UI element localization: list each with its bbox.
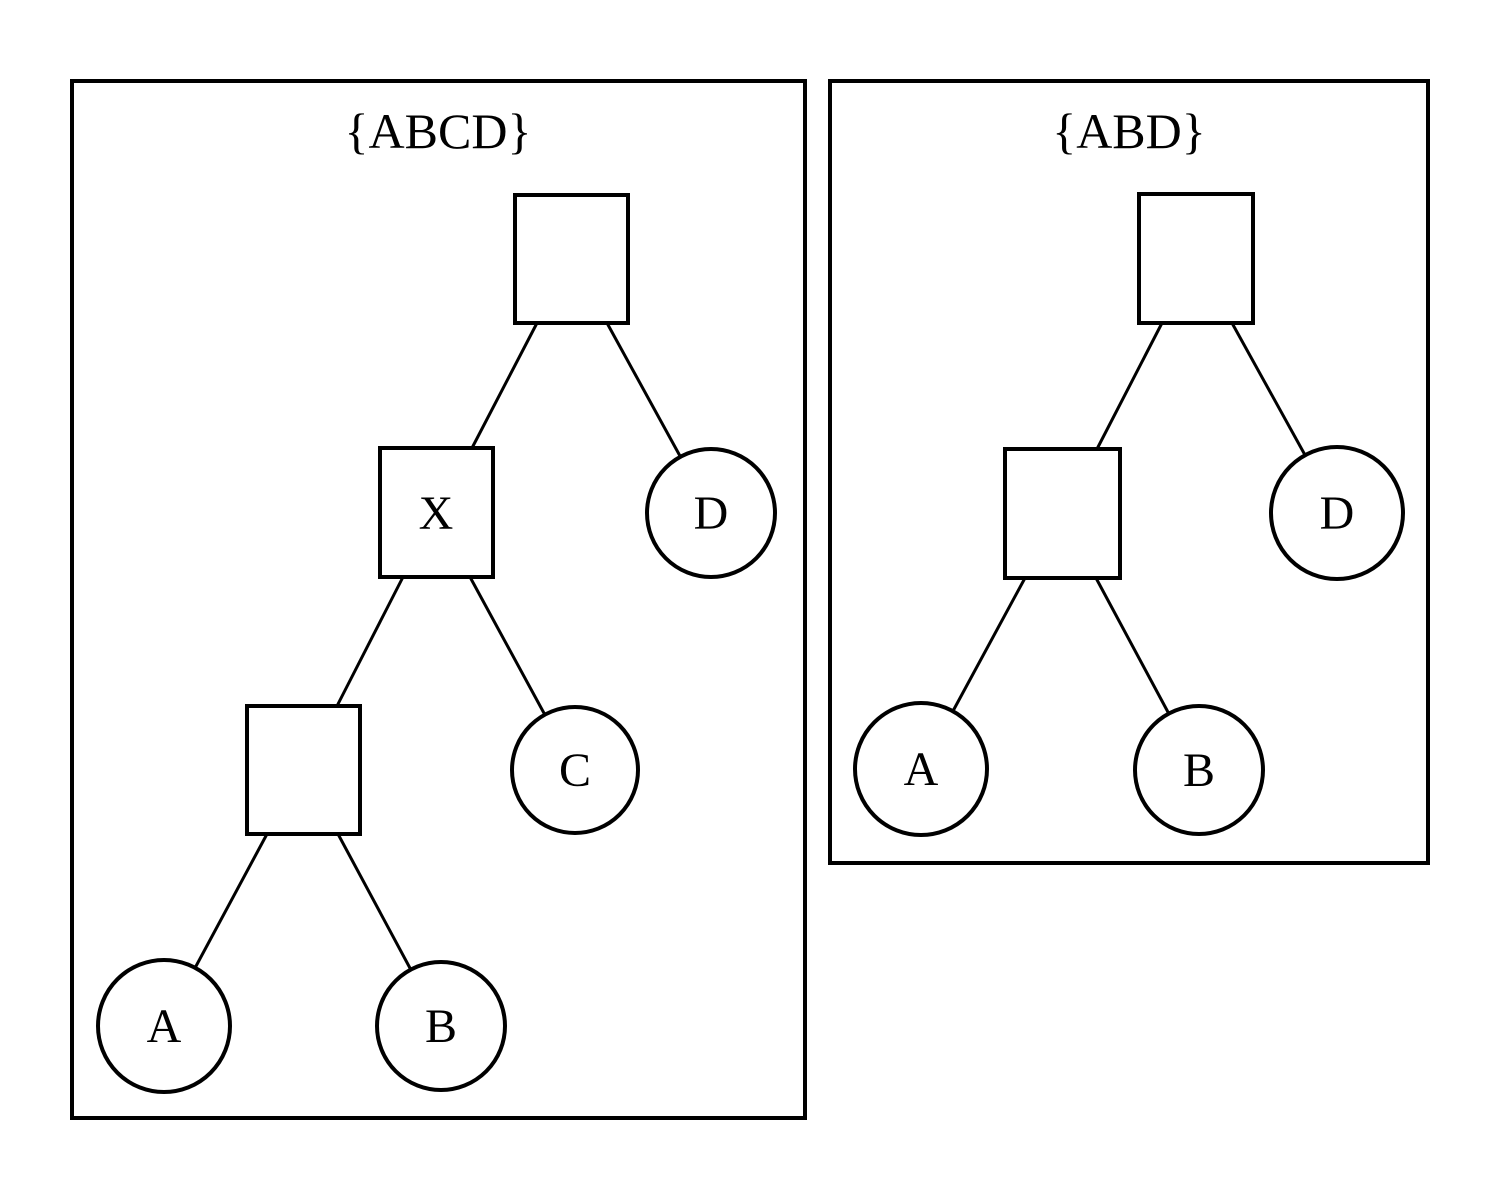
node-c-circle	[510, 705, 640, 835]
edge-root-to-d	[1230, 322, 1307, 456]
node-root-square	[513, 193, 630, 325]
panel-abcd: {ABCD} X D C A B	[70, 79, 807, 1120]
edge-internal-to-b	[336, 833, 413, 971]
node-internal-square	[1003, 447, 1122, 580]
node-d-circle	[645, 447, 777, 579]
node-a-label: A	[904, 743, 939, 796]
edge-x-to-internal	[335, 576, 405, 707]
edge-root-to-x	[470, 322, 539, 449]
node-b-label: B	[1183, 744, 1215, 797]
node-d-circle	[1269, 445, 1405, 581]
edge-internal-to-b	[1094, 577, 1171, 715]
panel-abd: {ABD} D A B	[828, 79, 1430, 865]
node-x-label: X	[419, 487, 454, 540]
node-b-label: B	[425, 1000, 457, 1053]
edge-root-to-d	[605, 322, 682, 457]
node-d-label: D	[1320, 487, 1355, 540]
edge-internal-to-a	[951, 577, 1027, 712]
node-c-label: C	[559, 744, 591, 797]
edge-x-to-c	[468, 576, 547, 716]
node-root-square	[1137, 192, 1255, 325]
panel-abcd-title: {ABCD}	[345, 103, 532, 159]
panel-abd-title: {ABD}	[1052, 103, 1206, 159]
node-a-circle	[96, 958, 232, 1094]
node-b-circle	[1133, 704, 1265, 836]
node-a-label: A	[147, 1000, 182, 1053]
edge-internal-to-a	[193, 833, 269, 969]
panel-abcd-border	[70, 79, 807, 1120]
node-b-circle	[375, 960, 507, 1092]
node-x-square	[378, 446, 495, 579]
node-d-label: D	[694, 487, 729, 540]
node-internal-square	[245, 704, 362, 836]
node-a-circle	[853, 701, 989, 837]
edge-root-to-internal	[1095, 322, 1164, 450]
panel-abd-border	[828, 79, 1430, 865]
